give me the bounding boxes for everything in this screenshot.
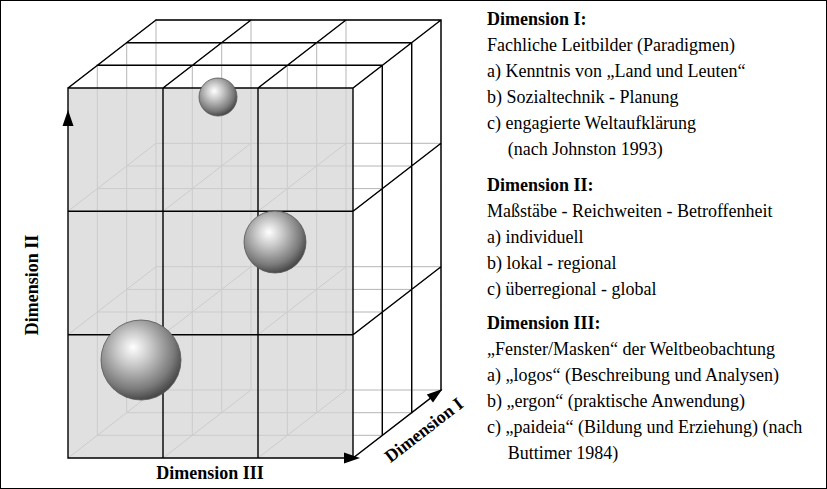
list-item: c) „paideia“ (Bildung und Erziehung) (na… bbox=[487, 414, 807, 466]
axis-arrowhead bbox=[344, 453, 360, 464]
sphere bbox=[101, 320, 181, 400]
dimension-subtitle: „Fenster/Masken“ der Weltbeobachtung bbox=[487, 336, 775, 362]
axis-arrowhead bbox=[427, 389, 443, 403]
list-item: a) „logos“ (Beschreibung und Analysen) bbox=[487, 362, 779, 388]
dimension-heading: Dimension III: bbox=[487, 310, 601, 336]
hidden-grid bbox=[68, 20, 441, 458]
axis-label: Dimension III bbox=[156, 463, 264, 483]
dimension-subtitle: Maßstäbe - Reichweiten - Betroffenheit bbox=[487, 198, 773, 224]
axis-arrowhead bbox=[63, 110, 74, 126]
list-item: a) Kenntnis von „Land und Leuten“ bbox=[487, 58, 745, 84]
list-item: c) überregional - global bbox=[487, 276, 656, 302]
list-item: c) engagierte Weltaufklärung (nach Johns… bbox=[487, 110, 737, 162]
front-face bbox=[68, 88, 353, 458]
list-item: b) Sozialtechnik - Planung bbox=[487, 84, 678, 110]
list-item: a) individuell bbox=[487, 224, 583, 250]
sphere bbox=[199, 78, 237, 116]
dimension-subtitle: Fachliche Leitbilder (Paradigmen) bbox=[487, 32, 735, 58]
list-item: b) lokal - regional bbox=[487, 250, 616, 276]
axis-label: Dimension II bbox=[22, 235, 42, 336]
dimension-heading: Dimension II: bbox=[487, 172, 594, 198]
axis-label: Dimension I bbox=[381, 393, 467, 466]
dimension-heading: Dimension I: bbox=[487, 6, 587, 32]
list-item: b) „ergon“ (praktische Anwendung) bbox=[487, 388, 745, 414]
visible-grid bbox=[68, 20, 441, 458]
sphere bbox=[244, 211, 306, 273]
